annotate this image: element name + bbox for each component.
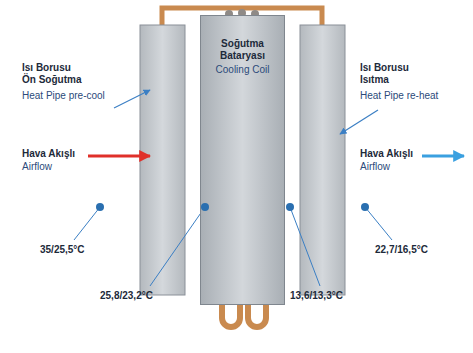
flow-label: Hava Akışlı	[22, 148, 75, 160]
temperature-value: 22,7/16,5°C	[375, 244, 428, 256]
airflow-arrow	[422, 155, 464, 158]
pointer-arrow	[340, 110, 378, 134]
leader-line	[74, 207, 100, 240]
leader-line	[365, 207, 392, 240]
flow-label: Airflow	[360, 161, 390, 173]
temperature-value: 35/25,5°C	[40, 244, 85, 256]
pointer-arrow	[114, 90, 150, 108]
measure-dot	[96, 203, 104, 211]
heat-pipe-panel	[140, 25, 185, 295]
airflow-arrow	[88, 155, 150, 158]
temperature-value: 25,8/23,2°C	[100, 290, 153, 302]
leader-line	[150, 207, 205, 286]
part-label: Heat Pipe re-heat	[360, 90, 438, 102]
leader-line	[290, 207, 320, 286]
measure-dot	[286, 203, 294, 211]
coil-title: Soğutma Bataryası	[205, 38, 280, 62]
temperature-value: 13,6/13,3°C	[290, 290, 343, 302]
part-label: Isı Borusu Isıtma	[360, 62, 424, 86]
part-label: Isı Borusu Ön Soğutma	[22, 62, 86, 86]
coil-subtitle: Cooling Coil	[205, 64, 280, 76]
measure-dot	[361, 203, 369, 211]
cooling-coil: Soğutma BataryasıCooling Coil	[200, 15, 285, 305]
part-label: Heat Pipe pre-cool	[22, 90, 105, 102]
heat-pipe-panel	[300, 25, 345, 295]
flow-label: Hava Akışlı	[360, 148, 413, 160]
flow-label: Airflow	[22, 161, 52, 173]
